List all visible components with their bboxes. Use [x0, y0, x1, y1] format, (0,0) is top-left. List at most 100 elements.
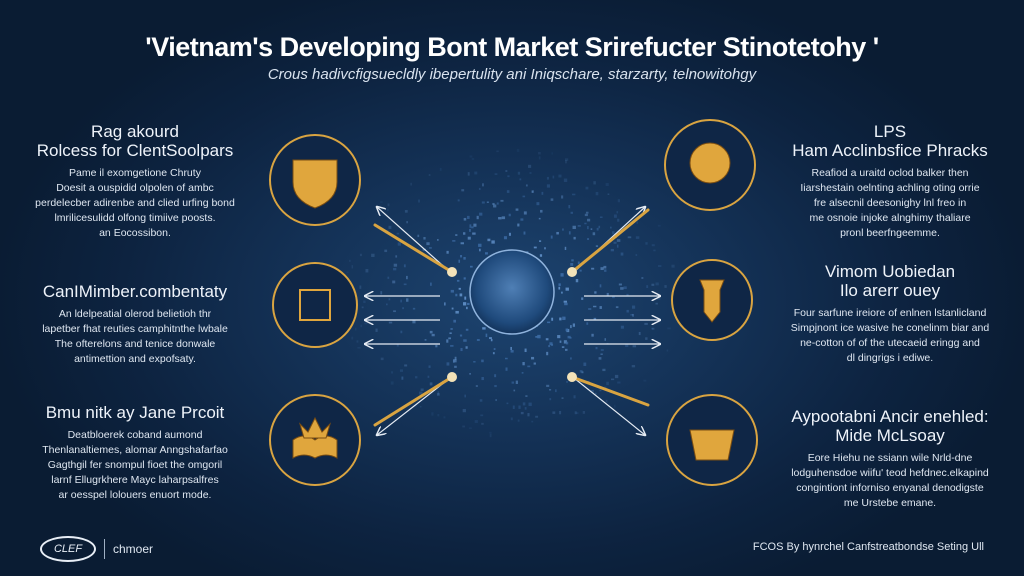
particle	[480, 414, 484, 417]
particle	[598, 225, 601, 229]
particle	[471, 158, 475, 160]
particle	[464, 394, 467, 398]
particle	[511, 381, 515, 384]
particle	[435, 344, 438, 348]
particle	[471, 226, 474, 229]
particle	[403, 283, 407, 286]
particle	[636, 221, 639, 224]
arrow	[377, 207, 451, 273]
particle	[603, 265, 607, 269]
particle	[591, 333, 594, 337]
particle	[498, 217, 502, 220]
right-block-1: LPS Ham Acclinbsfice Phracks Reafiod a u…	[765, 122, 1015, 241]
particle	[417, 234, 420, 238]
particle	[613, 241, 617, 244]
particle	[515, 380, 518, 384]
particle	[533, 246, 537, 249]
brand-name: chmoer	[113, 542, 154, 556]
particle	[631, 305, 636, 309]
particle	[467, 236, 471, 240]
particle	[664, 285, 667, 288]
particle	[570, 211, 573, 214]
particle	[505, 170, 508, 172]
particle	[546, 176, 549, 180]
block-body: Deatbloerek coband aumond Thenlanaltieme…	[42, 429, 228, 501]
particle	[485, 333, 488, 338]
particle	[617, 199, 621, 203]
page-subtitle: Crous hadivcfigsuecldly ibepertulity ani…	[267, 66, 757, 83]
particle	[612, 295, 615, 299]
particle	[556, 231, 559, 235]
particle	[594, 291, 597, 294]
particle	[627, 236, 632, 239]
particle	[455, 234, 458, 236]
particle	[453, 359, 457, 363]
particle	[507, 175, 510, 178]
particle	[410, 182, 412, 186]
particle	[385, 303, 388, 306]
particle	[384, 249, 388, 253]
particle	[494, 374, 497, 378]
particle	[463, 302, 467, 306]
particle	[351, 265, 354, 269]
particle	[570, 325, 572, 329]
footer-brand: CLEF chmoer	[40, 536, 153, 562]
particle	[518, 405, 521, 409]
particle	[610, 378, 615, 381]
particle	[550, 235, 553, 239]
particle	[456, 279, 460, 282]
particle	[380, 291, 383, 295]
particle	[393, 310, 396, 313]
particle	[473, 361, 476, 363]
particle	[453, 319, 457, 323]
particle	[604, 386, 607, 389]
particle	[397, 242, 401, 246]
particle	[387, 203, 390, 207]
particle	[560, 273, 564, 277]
particle	[420, 388, 424, 391]
particle	[528, 164, 532, 168]
particle	[517, 171, 521, 175]
particle	[607, 193, 610, 196]
particle	[517, 223, 520, 227]
particle	[479, 248, 481, 252]
particle	[510, 349, 514, 353]
particle	[600, 349, 604, 351]
particle	[452, 240, 456, 242]
particle	[552, 175, 555, 179]
particle	[476, 339, 480, 341]
particle	[380, 357, 384, 361]
particle	[450, 327, 453, 330]
particle	[539, 254, 543, 257]
particle	[645, 337, 648, 340]
particle	[527, 413, 530, 417]
particle	[564, 160, 567, 164]
particle	[493, 348, 496, 350]
particle	[390, 381, 394, 385]
particle	[655, 302, 658, 305]
footer-credit: FCOS By hynrchel Canfstreatbondse Seting…	[752, 541, 984, 553]
particle	[565, 287, 569, 291]
particle	[524, 348, 527, 353]
particle	[635, 254, 638, 256]
particle	[537, 334, 541, 339]
particle	[412, 319, 416, 324]
particle	[431, 333, 435, 337]
particle	[585, 211, 589, 214]
particle	[565, 328, 569, 332]
particle	[573, 395, 576, 399]
particle	[564, 348, 568, 351]
particle	[363, 300, 366, 303]
particle	[523, 231, 526, 235]
particle	[426, 242, 430, 246]
particle	[531, 420, 534, 423]
particle	[463, 339, 467, 342]
particle	[465, 346, 468, 349]
particle	[375, 328, 378, 332]
particle	[571, 259, 574, 262]
particle	[579, 269, 582, 272]
particle	[429, 330, 433, 334]
particle	[429, 382, 433, 386]
particle	[469, 224, 472, 228]
